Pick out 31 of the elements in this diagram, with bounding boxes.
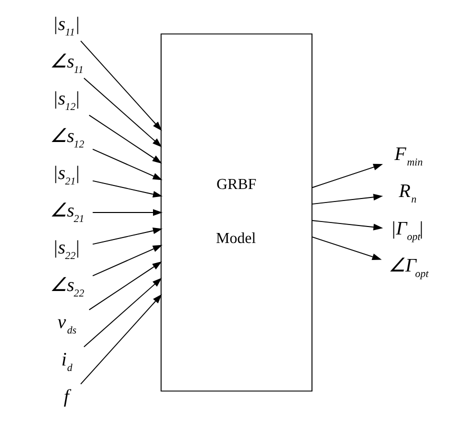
arrow — [92, 244, 162, 276]
arrow — [83, 278, 162, 348]
node-text: |s$_{12}$| — [52, 88, 80, 114]
node-text: i$_{d}$ — [60, 349, 72, 374]
arrow — [311, 194, 382, 205]
arrow — [92, 209, 162, 216]
arrow — [80, 294, 162, 385]
arrow — [311, 236, 382, 260]
node-text: |s$_{22}$| — [52, 238, 80, 262]
node-text: R$_{n}$ — [398, 181, 416, 206]
node-text: ∠s$_{12}$ — [49, 126, 84, 150]
node-text: ∠s$_{22}$ — [49, 274, 84, 300]
node-text: ∠Γ$_{opt}$ — [388, 256, 428, 280]
node-text: ∠s$_{21}$ — [49, 200, 84, 225]
arrow — [92, 148, 162, 180]
arrow — [88, 114, 162, 164]
node-box: GRBF Model — [160, 33, 312, 392]
node-text: |Γ$_{opt}$| — [390, 218, 424, 243]
arrow — [83, 78, 162, 148]
node-text: v$_{ds}$ — [57, 312, 76, 337]
arrow — [311, 220, 382, 230]
arrow — [80, 40, 162, 131]
node-text: |s$_{11}$| — [52, 14, 80, 39]
node-text: f — [63, 386, 69, 408]
arrow — [92, 180, 162, 198]
arrow — [311, 164, 382, 188]
arrow — [92, 228, 162, 245]
arrow — [88, 261, 162, 310]
node-text: F$_{min}$ — [394, 144, 422, 168]
node-text: ∠s$_{11}$ — [49, 51, 83, 76]
node-text: |s$_{21}$| — [52, 163, 80, 188]
